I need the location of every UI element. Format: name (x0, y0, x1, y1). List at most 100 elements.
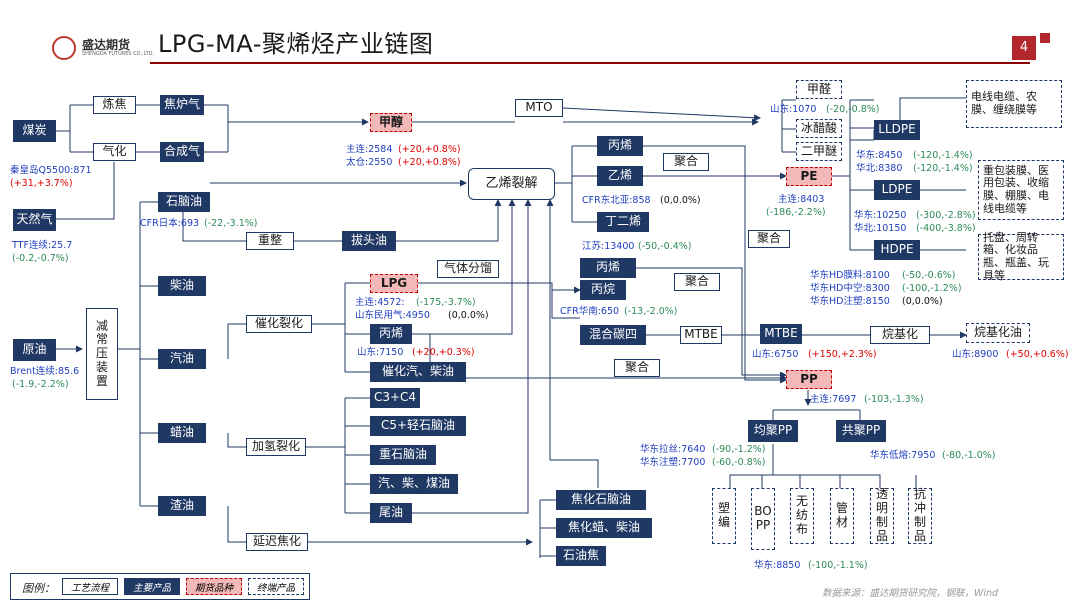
residue-box: 渣油 (158, 496, 206, 516)
pp-main-change: (-103,-1.3%) (864, 394, 924, 405)
ethylene-box: 乙烯 (597, 166, 643, 186)
lldpe-hb-change: (-120,-1.4%) (913, 163, 973, 174)
page-number: 4 (1012, 36, 1036, 60)
mtbe-box: MTBE (760, 324, 802, 344)
qhd-price-change: (+31,+3.7%) (10, 178, 73, 189)
hdpe-uses-box: 托盘、周转箱、化妆品瓶、瓶盖、玩具等 (978, 231, 1064, 281)
alkylate-sd-change: (+50,+0.6%) (1006, 349, 1069, 360)
ma-taicang-name: 太仓:2550 (346, 157, 393, 168)
coal-box: 煤炭 (13, 120, 56, 142)
gas-fractionation-process: 气体分馏 (437, 260, 499, 278)
hdpe-hollow-change: (-100,-1.2%) (902, 283, 962, 294)
legend-process: 工艺流程 (62, 578, 118, 595)
bopp-price-name: 华东:8850 (754, 560, 801, 571)
cfr-japan-name: CFR日本:693 (140, 218, 200, 229)
page-corner-mark (1040, 33, 1050, 43)
hydrocracking-process: 加氢裂化 (246, 438, 306, 456)
page-title: LPG-MA-聚烯烃产业链图 (158, 30, 434, 58)
vacuum-unit: 减常压装置 (86, 308, 118, 400)
lldpe-hb-name: 华北:8380 (856, 163, 903, 174)
propylene-box-cat: 丙烯 (370, 324, 412, 344)
ma-taicang-change: (+20,+0.8%) (398, 157, 461, 168)
pp-use-pipe-box: 管材 (830, 488, 854, 544)
polymerization-process-3: 聚合 (674, 273, 720, 291)
pp-use-nonwoven-box: 无纺布 (790, 488, 814, 544)
dme-box: 二甲醚 (796, 142, 842, 161)
alkylate-sd-name: 山东:8900 (952, 349, 999, 360)
gas-diesel-kerosene-box: 汽、柴、煤油 (370, 474, 458, 494)
pp-inj-change: (-60,-0.8%) (712, 457, 766, 468)
ma-main-name: 主连:2584 (346, 144, 393, 155)
ttf-price-change: (-0.2,-0.7%) (12, 253, 69, 264)
ma-main-change: (+20,+0.8%) (398, 144, 461, 155)
logo-text: 盛达期货 (82, 38, 131, 52)
hdpe-hollow-name: 华东HD中空:8300 (810, 283, 890, 294)
heavy-naphtha-box: 重石脑油 (370, 445, 436, 465)
brent-price-change: (-1.9,-2.2%) (12, 379, 69, 390)
logo-subtext: SHENGDA FUTURES CO.,LTD. (82, 51, 155, 57)
propylene-sd-name: 山东:7150 (357, 347, 404, 358)
tail-oil-box: 尾油 (370, 503, 412, 523)
coke-gas-box: 焦炉气 (160, 95, 204, 115)
lpg-main-name: 主连:4572: (355, 297, 405, 308)
hdpe-film-change: (-50,-0.6%) (902, 270, 956, 281)
ldpe-hb-name: 华北:10150 (854, 223, 907, 234)
alkylation-process: 烷基化 (870, 326, 930, 344)
lldpe-hd-name: 华东:8450 (856, 150, 903, 161)
polymerization-process-1: 聚合 (663, 153, 709, 171)
gasification-process: 气化 (93, 143, 136, 161)
lpg-sd-name: 山东民用气:4950 (355, 310, 430, 321)
data-source: 数据来源：盛达期货研究院，钢联，Wind (822, 588, 999, 599)
ldpe-hd-change: (-300,-2.8%) (916, 210, 976, 221)
polymerization-process-4: 聚合 (614, 359, 660, 377)
syngas-box: 合成气 (160, 142, 204, 162)
coker-wax-diesel-box: 焦化蜡、柴油 (556, 518, 652, 538)
formaldehyde-box: 甲醛 (796, 80, 842, 99)
pp-main-name: 主连:7697 (810, 394, 857, 405)
title-divider (150, 62, 1030, 64)
naphtha-box: 石脑油 (158, 192, 210, 212)
bopp-price-change: (-100,-1.1%) (808, 560, 868, 571)
butadiene-box: 丁二烯 (597, 212, 649, 232)
ldpe-hb-change: (-400,-3.8%) (916, 223, 976, 234)
legend-main-product: 主要产品 (124, 578, 180, 595)
cat-gasoline-diesel-box: 催化汽、柴油 (370, 362, 466, 382)
acetic-acid-box: 冰醋酸 (796, 119, 842, 138)
delayed-coking-process: 延迟焦化 (246, 533, 308, 551)
ldpe-hd-name: 华东:10250 (854, 210, 907, 221)
pe-main-change: (-186,-2.2%) (766, 207, 826, 218)
lpg-futures-box: LPG (370, 274, 418, 293)
ldpe-uses-box: 重包装膜、医用包装、收缩膜、棚膜、电线电缆等 (978, 160, 1064, 220)
c5-light-naphtha-box: C5+轻石脑油 (370, 416, 466, 436)
lldpe-uses-box: 电线电缆、农膜、缠绕膜等 (966, 80, 1062, 128)
c3c4-box: C3+C4 (370, 388, 420, 408)
mixed-c4-box: 混合碳四 (580, 325, 646, 345)
petroleum-coke-box: 石油焦 (556, 546, 606, 566)
alkylate-oil-box: 烷基化油 (966, 323, 1030, 343)
legend-futures: 期货品种 (186, 578, 242, 595)
propane-box: 丙烷 (580, 280, 626, 300)
formaldehyde-sd-name: 山东:1070 (770, 104, 817, 115)
ttf-price-name: TTF连续:25.7 (12, 240, 73, 251)
hdpe-film-name: 华东HD膜料:8100 (810, 270, 890, 281)
crude-box: 原油 (13, 339, 56, 361)
propylene-box-top: 丙烯 (597, 136, 643, 156)
raffinate-oil-box: 拔头油 (342, 231, 396, 251)
pp-lowmelt-name: 华东低熔:7950 (870, 450, 936, 461)
cfr-sc-change: (-13,-2.0%) (624, 306, 678, 317)
pp-futures-box: PP (786, 370, 832, 389)
homo-pp-box: 均聚PP (748, 420, 798, 442)
brent-price-name: Brent连续:85.6 (10, 366, 80, 377)
gasoline-box: 汽油 (158, 349, 206, 369)
qhd-price-name: 秦皇岛Q5500:871 (10, 165, 92, 176)
polymerization-process-2: 聚合 (748, 230, 790, 248)
legend-frame (10, 573, 310, 600)
mto-process: MTO (515, 99, 563, 117)
lldpe-box: LLDPE (874, 120, 920, 140)
pp-lowmelt-change: (-80,-1.0%) (942, 450, 996, 461)
co-pp-box: 共聚PP (836, 420, 886, 442)
coking-process: 炼焦 (93, 96, 136, 114)
coker-naphtha-box: 焦化石脑油 (556, 490, 646, 510)
js-change: (-50,-0.4%) (638, 241, 692, 252)
